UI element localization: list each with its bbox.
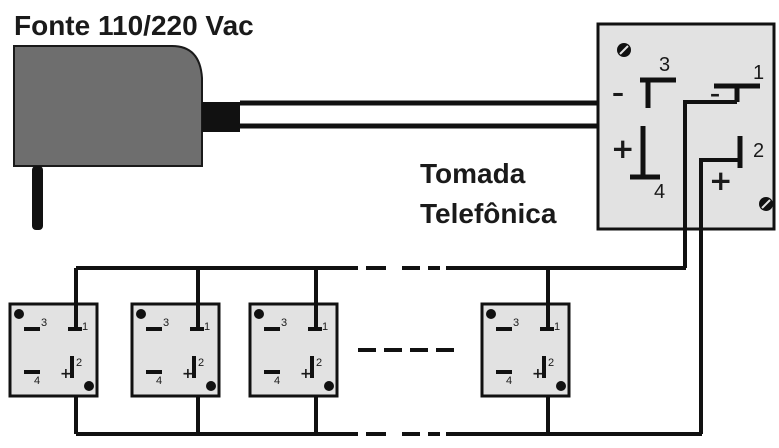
pin-4-label: 4	[156, 375, 162, 387]
pin-1-label: 1	[322, 321, 328, 333]
pin-3-label: 3	[163, 317, 169, 329]
pin-1-label: 1	[204, 321, 210, 333]
pin-1-label: 1	[554, 321, 560, 333]
pin-2-label: 2	[548, 357, 554, 369]
extension-socket: 3 1 2 4 +	[8, 268, 99, 434]
pin-4-label: 4	[274, 375, 280, 387]
socket-plate	[248, 302, 339, 398]
pin-3-label: 3	[513, 317, 519, 329]
plus-sign: +	[532, 366, 544, 382]
pin-3-label: 3	[41, 317, 47, 329]
pin-4-label: 4	[506, 375, 512, 387]
socket-plate	[480, 302, 571, 398]
socket-plate	[8, 302, 99, 398]
pin-4-label: 4	[34, 375, 40, 387]
plus-sign: +	[300, 366, 312, 382]
plus-sign: +	[611, 132, 634, 165]
pin-1-label: 1	[753, 62, 764, 84]
main-telephone-socket: 3 1 2 4 – – + +	[596, 22, 776, 434]
plus-sign: +	[60, 366, 72, 382]
power-supply-label: Fonte 110/220 Vac	[14, 10, 254, 41]
pin-3-label: 3	[659, 54, 670, 76]
screw-icon	[324, 381, 334, 391]
adapter-plug-prong	[32, 166, 43, 230]
screw-icon	[136, 309, 146, 319]
extension-socket: 3 1 2 4 +	[130, 268, 221, 434]
minus-sign: –	[710, 82, 720, 106]
plus-sign: +	[709, 164, 732, 197]
minus-sign: –	[612, 79, 624, 107]
pin-2-label: 2	[753, 140, 764, 162]
extension-socket: 3 1 2 4 +	[480, 268, 571, 434]
socket-plate	[130, 302, 221, 398]
screw-icon	[556, 381, 566, 391]
adapter-cable-strain-relief	[202, 102, 240, 132]
socket-label-line2: Telefônica	[420, 198, 557, 229]
extension-socket: 3 1 2 4 +	[248, 268, 339, 434]
screw-icon	[486, 309, 496, 319]
screw-icon	[14, 309, 24, 319]
extension-sockets: 3 1 2 4 +3 1 2 4 +3 1 2 4 +3 1 2 4 +	[8, 268, 571, 434]
pin-4-label: 4	[654, 181, 665, 203]
supply-cable	[240, 100, 640, 129]
bus-lines	[76, 266, 702, 436]
screw-icon	[206, 381, 216, 391]
pin-2-label: 2	[198, 357, 204, 369]
screw-icon	[254, 309, 264, 319]
power-adapter	[13, 45, 240, 230]
pin-1-label: 1	[82, 321, 88, 333]
pin-2-label: 2	[316, 357, 322, 369]
plus-sign: +	[182, 366, 194, 382]
screw-icon	[84, 381, 94, 391]
pin-3-label: 3	[281, 317, 287, 329]
socket-label-line1: Tomada	[420, 158, 526, 189]
adapter-body	[13, 45, 203, 167]
pin-2-label: 2	[76, 357, 82, 369]
